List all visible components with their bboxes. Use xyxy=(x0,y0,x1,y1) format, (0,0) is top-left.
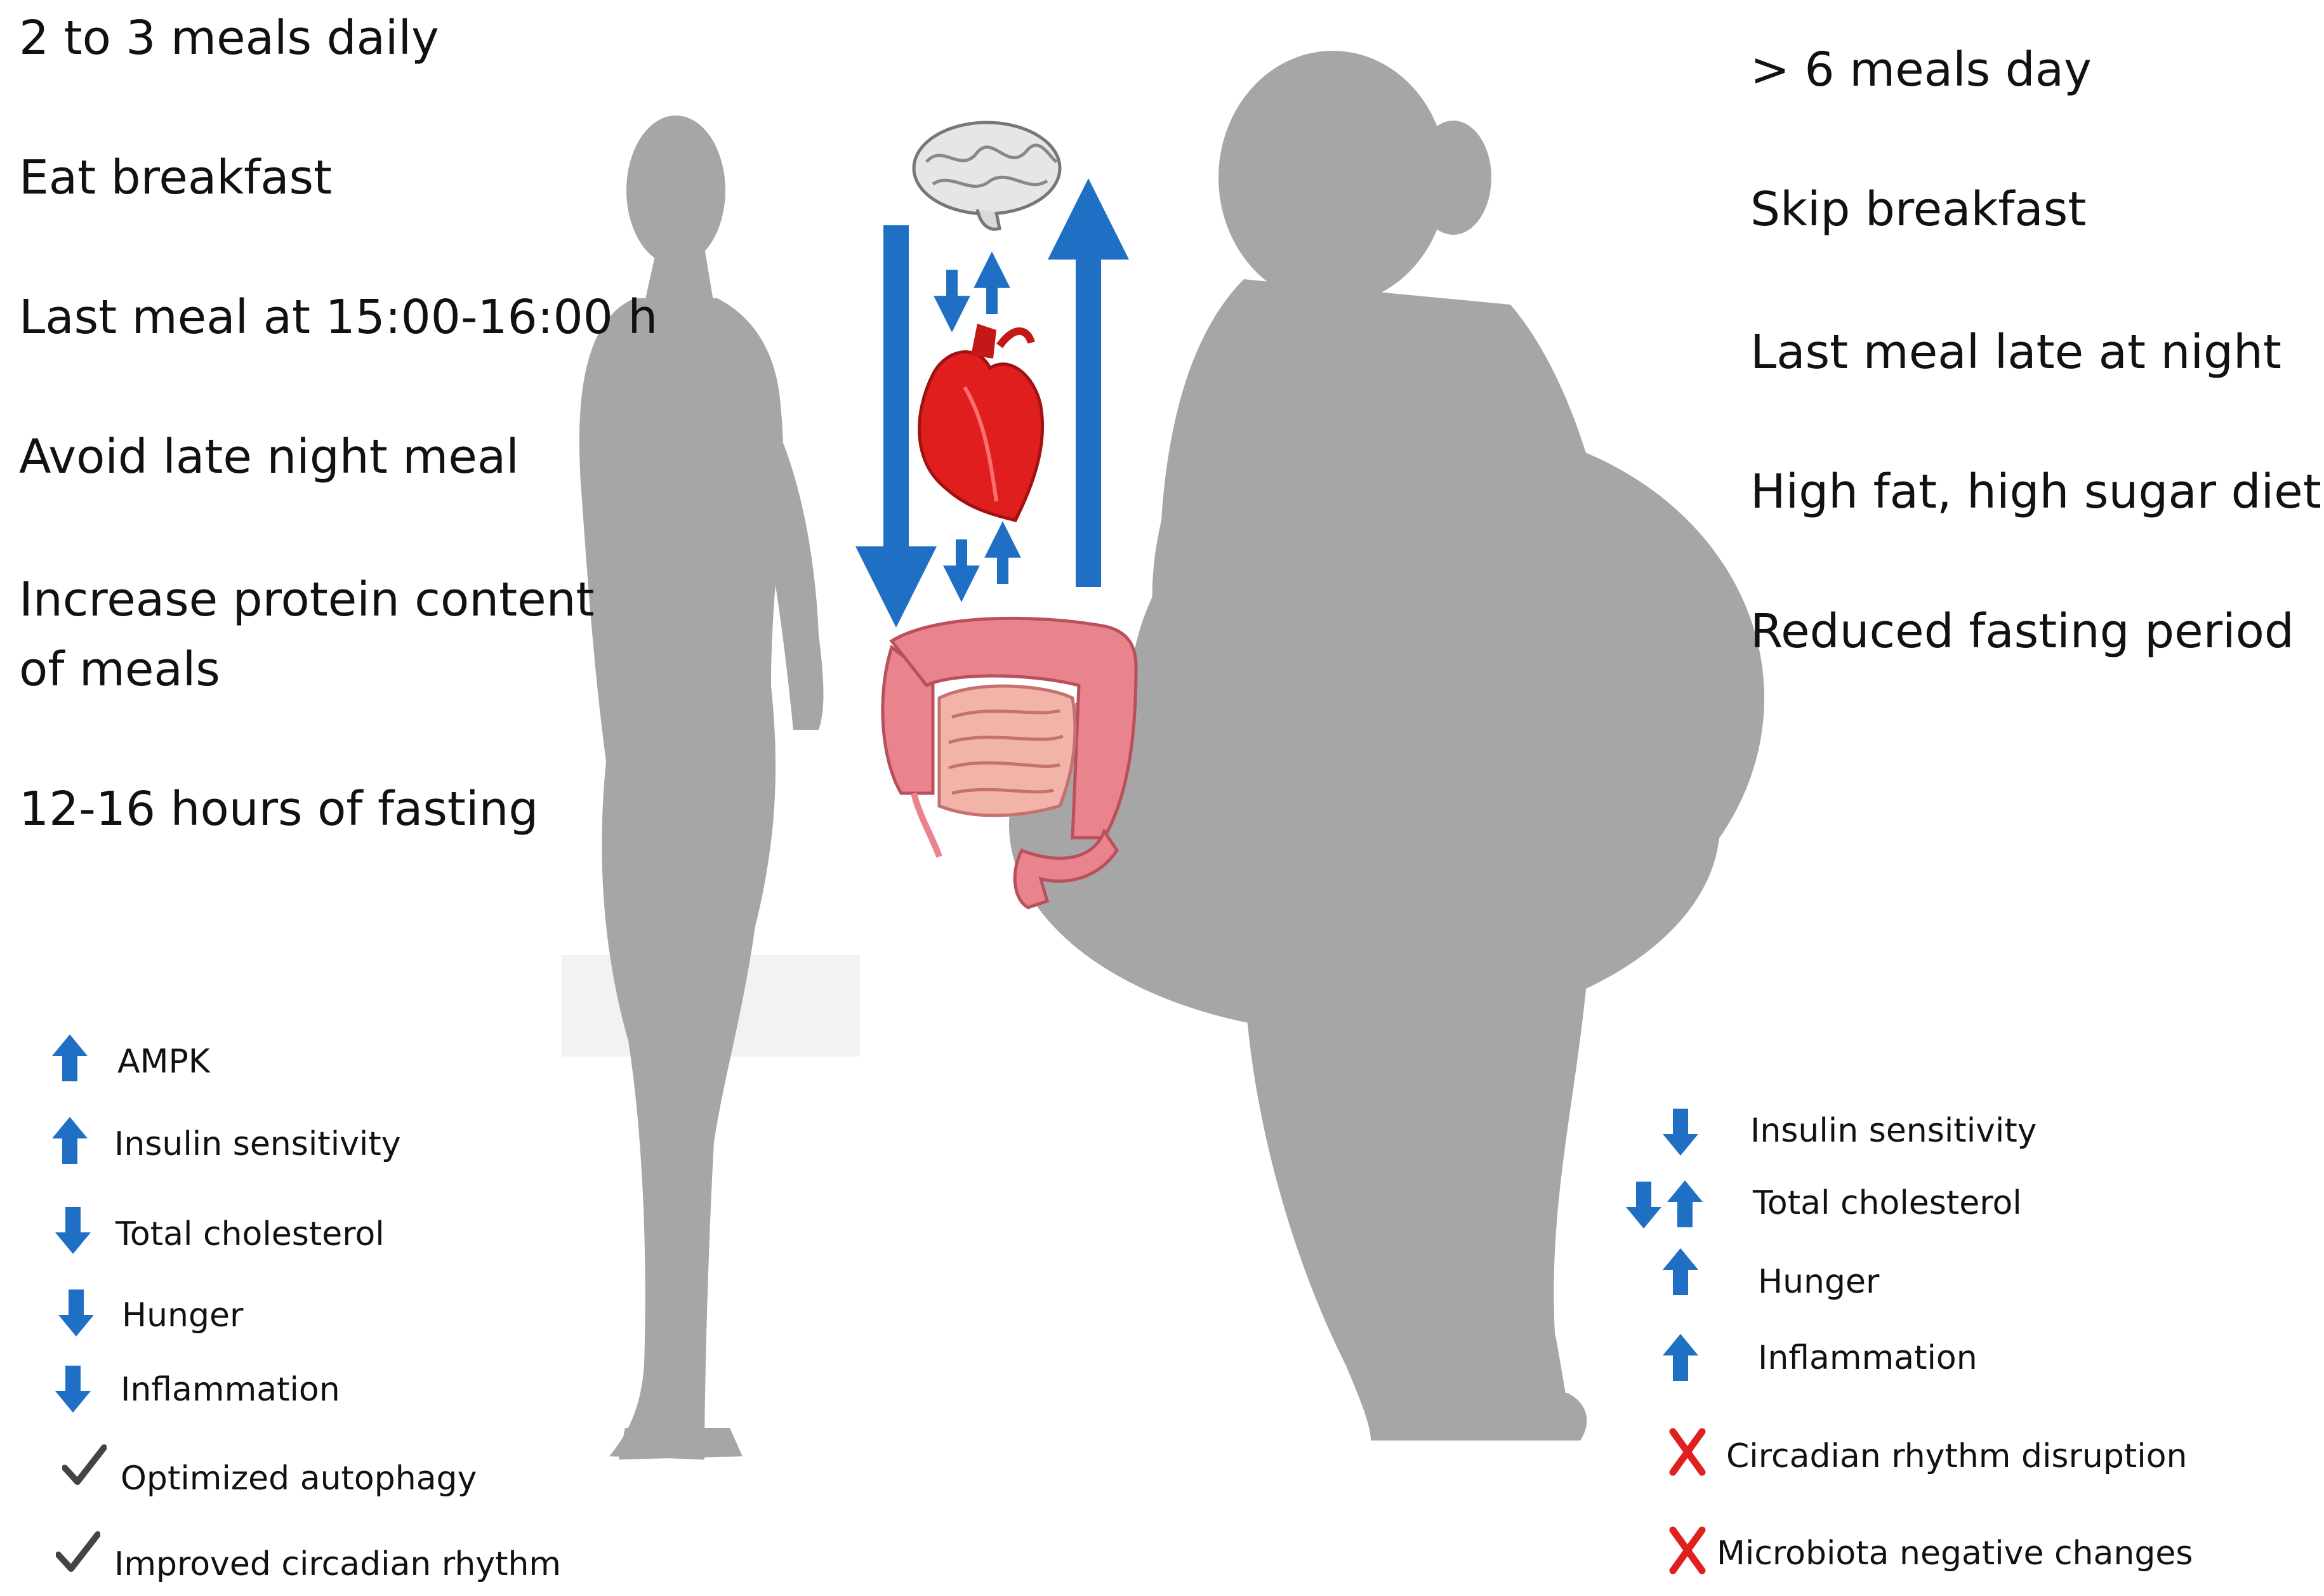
intestines-icon xyxy=(881,616,1138,909)
left-habit-4: Avoid late night meal xyxy=(19,430,519,484)
brain-icon xyxy=(912,121,1062,231)
obese-body-silhouette xyxy=(1009,51,1764,1441)
left-habit-1: 2 to 3 meals daily xyxy=(19,11,439,65)
heart-icon xyxy=(918,324,1045,522)
brain-heart-exchange-arrows xyxy=(934,251,1010,333)
right-habit-2: Skip breakfast xyxy=(1750,182,2087,237)
checkmark-icon xyxy=(62,1444,107,1485)
left-effect-label: Insulin sensitivity xyxy=(114,1125,401,1163)
left-effect-label: Optimized autophagy xyxy=(121,1460,477,1498)
right-effect-label: Inflammation xyxy=(1758,1339,1977,1377)
right-habit-4: High fat, high sugar diet xyxy=(1750,465,2321,519)
left-habit-5-cont: of meals xyxy=(19,642,220,697)
arrow-down-icon xyxy=(55,1207,91,1254)
right-effect-label: Microbiota negative changes xyxy=(1717,1534,2193,1573)
cross-icon xyxy=(1669,1428,1706,1476)
right-habit-5: Reduced fasting period xyxy=(1750,604,2294,659)
arrow-down-up-icon xyxy=(1625,1179,1707,1230)
left-habit-2: Eat breakfast xyxy=(19,150,333,205)
right-effect-label: Insulin sensitivity xyxy=(1750,1112,2037,1150)
left-effect-label: Inflammation xyxy=(121,1371,340,1409)
heart-gut-exchange-arrows xyxy=(943,521,1021,602)
right-effect-label: Circadian rhythm disruption xyxy=(1726,1437,2188,1475)
left-effect-label: AMPK xyxy=(117,1043,210,1081)
arrow-down-icon xyxy=(58,1289,94,1336)
arrow-up-icon xyxy=(1663,1334,1698,1381)
checkmark-icon xyxy=(56,1531,100,1572)
right-effect-label: Total cholesterol xyxy=(1753,1184,2022,1222)
arrow-down-icon xyxy=(55,1366,91,1413)
right-habit-1: > 6 meals day xyxy=(1750,43,2092,97)
left-habit-3: Last meal at 15:00-16:00 h xyxy=(19,290,658,345)
left-effect-label: Improved circadian rhythm xyxy=(114,1545,562,1583)
cross-icon xyxy=(1669,1526,1706,1574)
arrow-up-icon xyxy=(52,1034,88,1081)
lean-body-silhouette xyxy=(579,115,824,1460)
left-habit-6: 12-16 hours of fasting xyxy=(19,782,539,836)
right-habit-3: Last meal late at night xyxy=(1750,325,2281,379)
arrow-up-icon xyxy=(1663,1248,1698,1295)
left-habit-5: Increase protein content xyxy=(19,572,595,627)
arrow-down-icon xyxy=(1663,1109,1698,1156)
arrow-up-icon xyxy=(52,1117,88,1164)
right-effect-label: Hunger xyxy=(1758,1263,1880,1301)
left-effect-label: Hunger xyxy=(122,1296,244,1335)
left-effect-label: Total cholesterol xyxy=(116,1215,385,1253)
